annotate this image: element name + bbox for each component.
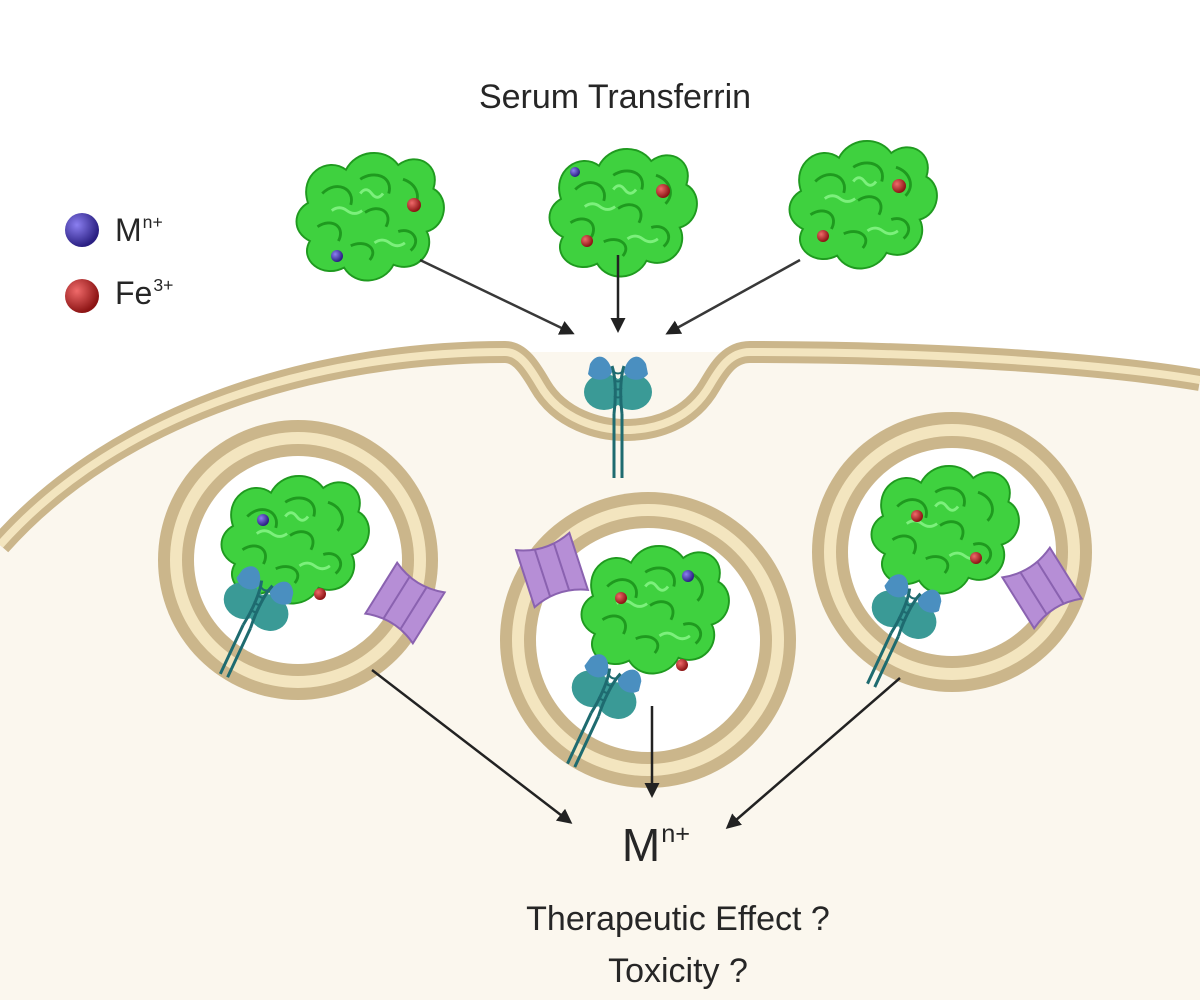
- metal-ion-dot: [331, 250, 343, 262]
- legend-iron-ion-label: Fe3+: [115, 275, 174, 312]
- transferrin-protein-right: [788, 139, 939, 270]
- iron-ion-dot: [817, 230, 829, 242]
- metal-ion-dot: [570, 167, 580, 177]
- iron-ion-dot: [314, 588, 326, 600]
- transferrin-protein-center: [548, 147, 699, 278]
- iron-ion-legend-icon: [65, 279, 99, 313]
- legend-metal-ion-label: Mn+: [115, 212, 163, 249]
- uptake-arrows: [371, 255, 901, 829]
- metal-ion-legend-icon: [65, 213, 99, 247]
- diagram-title: Serum Transferrin: [478, 78, 752, 116]
- iron-ion-dot: [892, 179, 906, 193]
- therapeutic-effect-question: Therapeutic Effect ?: [526, 900, 830, 938]
- iron-ion-dot: [911, 510, 923, 522]
- toxicity-question: Toxicity ?: [608, 952, 748, 990]
- iron-ion-dot: [656, 184, 670, 198]
- transferrin-receptor-membrane: [582, 355, 654, 478]
- iron-ion-dot: [407, 198, 421, 212]
- transferrin-receptor-endosome-left: [214, 558, 304, 678]
- iron-ion-dot: [676, 659, 688, 671]
- transferrin-receptor-endosome-center: [562, 646, 652, 768]
- metal-ion-dot: [682, 570, 694, 582]
- iron-ion-dot: [615, 592, 627, 604]
- iron-ion-dot: [581, 235, 593, 247]
- released-metal-ion-label: Mn+: [621, 819, 691, 871]
- metal-ion-dot: [257, 514, 269, 526]
- transferrin-receptor-endosome-right: [862, 566, 952, 688]
- iron-ion-dot: [970, 552, 982, 564]
